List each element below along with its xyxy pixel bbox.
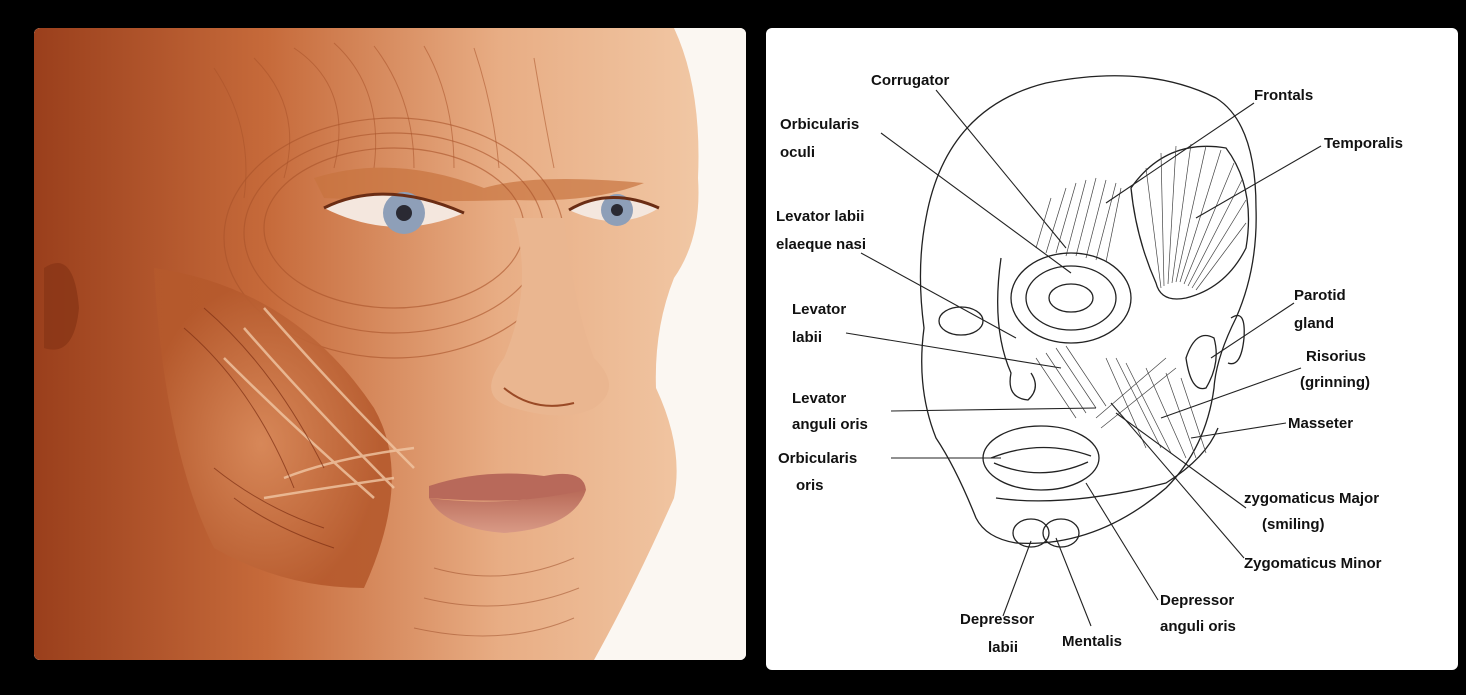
label-depressor-anguli-line2: anguli oris [1160, 618, 1236, 635]
ear-outline [1228, 316, 1244, 364]
label-temporalis: Temporalis [1324, 135, 1403, 152]
muscle-labels: Corrugator Frontals Temporalis Orbicular… [776, 72, 1403, 656]
frontalis-muscle [1036, 178, 1121, 262]
leader-lines [846, 90, 1321, 626]
label-orbicularis-oculi-line2: oculi [780, 144, 815, 161]
label-levator-labii-line1: Levator [792, 301, 846, 318]
label-risorius-line1: Risorius [1306, 348, 1366, 365]
label-depressor-anguli-line1: Depressor [1160, 592, 1234, 609]
label-levator-anguli-line2: anguli oris [792, 416, 868, 433]
temporalis-muscle [1131, 144, 1249, 299]
parotid-gland [1186, 336, 1216, 389]
label-zygomaticus-minor: Zygomaticus Minor [1244, 555, 1382, 572]
cheek-muscles [1036, 346, 1206, 458]
label-corrugator: Corrugator [871, 72, 949, 89]
label-risorius-line2: (grinning) [1300, 374, 1370, 391]
label-orbicularis-oris-line1: Orbicularis [778, 450, 857, 467]
label-levator-anguli-line1: Levator [792, 390, 846, 407]
facial-muscles-diagram-panel: Corrugator Frontals Temporalis Orbicular… [766, 28, 1458, 670]
label-zygomaticus-major-line1: zygomaticus Major [1244, 490, 1379, 507]
label-masseter: Masseter [1288, 415, 1353, 432]
label-mentalis: Mentalis [1062, 633, 1122, 650]
label-levator-labii-nasi-line1: Levator labii [776, 208, 864, 225]
label-frontals: Frontals [1254, 87, 1313, 104]
label-depressor-labii-line2: labii [988, 639, 1018, 656]
orbicularis-oculi-muscle [939, 253, 1131, 343]
anatomy-illustration-panel [34, 28, 746, 660]
face-muscle-illustration [34, 28, 746, 660]
label-levator-labii-line2: labii [792, 329, 822, 346]
label-parotid-line1: Parotid [1294, 287, 1346, 304]
label-zygomaticus-major-line2: (smiling) [1262, 516, 1325, 533]
label-orbicularis-oculi-line1: Orbicularis [780, 116, 859, 133]
label-parotid-line2: gland [1294, 315, 1334, 332]
label-levator-labii-nasi-line2: elaeque nasi [776, 236, 866, 253]
label-orbicularis-oris-line2: oris [796, 477, 824, 494]
facial-muscles-diagram: Corrugator Frontals Temporalis Orbicular… [766, 28, 1458, 670]
label-depressor-labii-line1: Depressor [960, 611, 1034, 628]
